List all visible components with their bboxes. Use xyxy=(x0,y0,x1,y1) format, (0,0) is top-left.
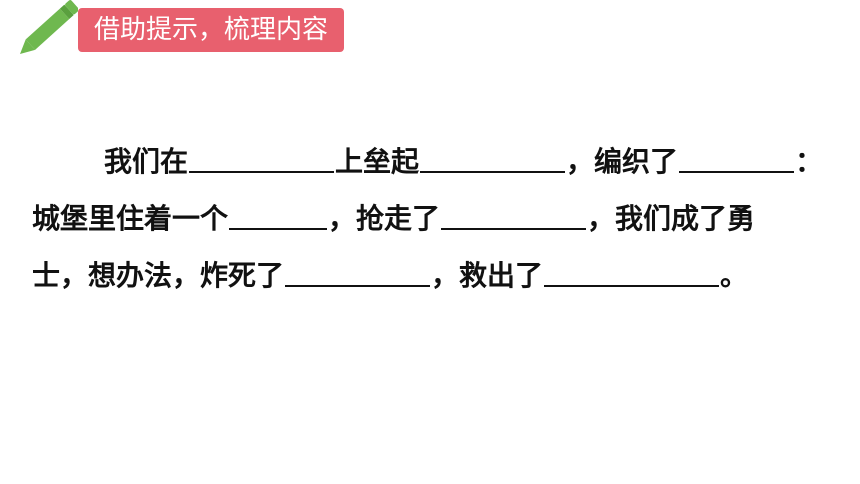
passage-text: 。 xyxy=(720,259,749,292)
fill-blank[interactable] xyxy=(544,259,720,287)
fill-blank[interactable] xyxy=(441,202,587,230)
passage-text: ，救出了 xyxy=(431,259,544,292)
fill-in-passage: 我们在 上垒起 ，编织了 ： 城堡里住着一个 ，抢走了 ，我们成了勇士，想办法，炸死了 ，救出… xyxy=(32,145,852,316)
fill-blank[interactable] xyxy=(229,202,328,230)
passage-text: 城堡里住着一个 xyxy=(32,202,229,235)
passage-text: ： xyxy=(795,145,824,178)
fill-blank[interactable] xyxy=(420,145,566,173)
passage-text: 我们在 xyxy=(104,145,189,178)
section-title: 借助提示，梳理内容 xyxy=(94,15,329,45)
fill-blank[interactable] xyxy=(679,145,795,173)
fill-blank[interactable] xyxy=(285,259,431,287)
pencil-icon xyxy=(20,0,78,54)
passage-line: 士，想办法，炸死了 ，救出了 。 xyxy=(32,259,852,293)
passage-text: ，我们成了勇 xyxy=(587,202,756,235)
passage-text: ，编织了 xyxy=(566,145,679,178)
passage-text: ，抢走了 xyxy=(328,202,441,235)
section-title-badge: 借助提示，梳理内容 xyxy=(78,8,345,52)
passage-text: 上垒起 xyxy=(335,145,420,178)
fill-blank[interactable] xyxy=(189,145,335,173)
passage-line: 我们在 上垒起 ，编织了 ： xyxy=(32,145,852,179)
passage-text: 士，想办法，炸死了 xyxy=(32,259,285,292)
passage-line: 城堡里住着一个 ，抢走了 ，我们成了勇 xyxy=(32,202,852,236)
